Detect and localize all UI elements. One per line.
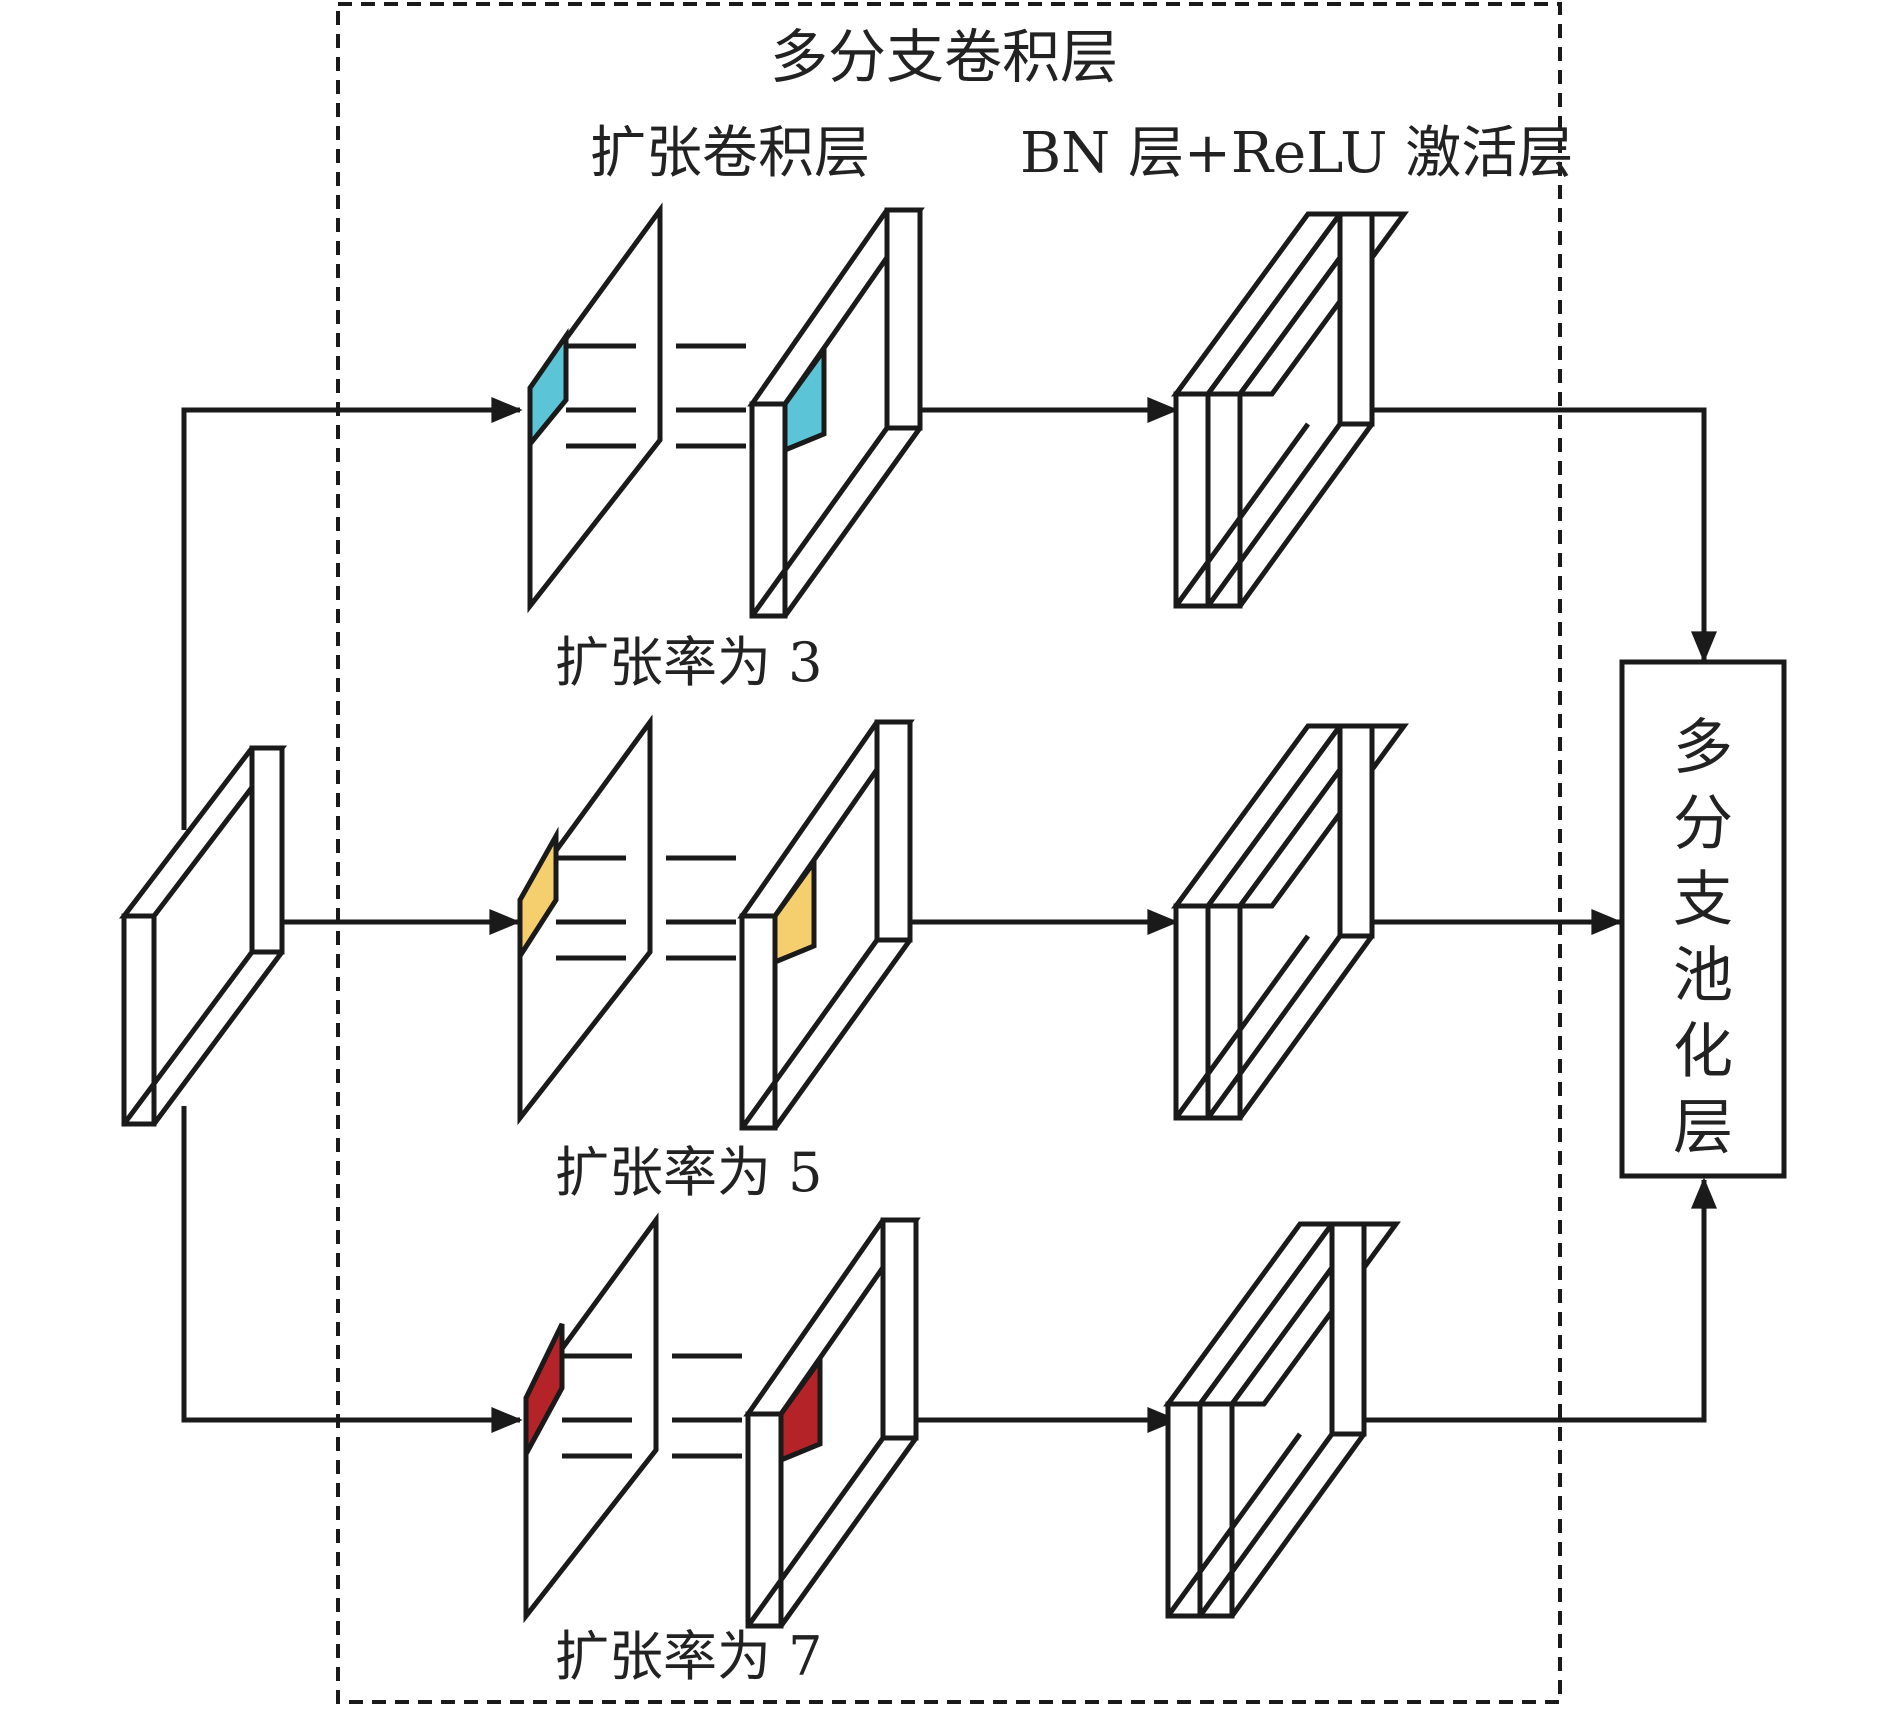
bn-relu-edge: [1237, 422, 1375, 608]
kernel-input: [517, 826, 559, 965]
pooling-layer-box[interactable]: [1619, 659, 1787, 1179]
output-slab-edge: [739, 938, 880, 1130]
bn-relu-edge: [1205, 934, 1343, 1120]
arrow-to-branch-1: [181, 397, 523, 830]
pooling-layer-char: 化: [1673, 1017, 1733, 1087]
bn-relu-edge: [1229, 1432, 1367, 1618]
bn-relu-edge: [1173, 422, 1311, 608]
output-slab-front: [749, 401, 788, 619]
bn-relu-edge: [1205, 422, 1343, 608]
branch-1: [527, 202, 1409, 619]
pooling-layer-char: 池: [1673, 941, 1733, 1011]
branch-3: [523, 1212, 1401, 1629]
bn-relu-edge: [1197, 1432, 1335, 1618]
output-slab-edge: [778, 1436, 919, 1628]
pooling-layer-char: 层: [1673, 1093, 1733, 1163]
dilated-conv-label: 扩张卷积层: [590, 121, 870, 186]
bn-relu-edge: [1237, 934, 1375, 1120]
kernel-output: [782, 342, 827, 454]
output-slab-edge: [745, 1436, 886, 1628]
branches: [517, 202, 1717, 1629]
output-slab-front: [745, 1411, 784, 1629]
kernel-input: [527, 327, 569, 452]
output-slab-edge: [782, 426, 923, 618]
branch-2: [517, 714, 1409, 1131]
bn-relu-edge: [1165, 1432, 1303, 1618]
multi-branch-conv-title: 多分支卷积层: [770, 23, 1119, 91]
arrow-branch-3-to-pool: [1364, 1177, 1717, 1423]
dilation-rate-label-2: 扩张率为 5: [555, 1141, 823, 1204]
output-slab-edge: [749, 426, 890, 618]
pooling-layer-char: 分: [1673, 789, 1733, 859]
pooling-layer-char: 支: [1673, 865, 1733, 935]
input-connections: [181, 397, 523, 1433]
bn-relu-edge: [1173, 934, 1311, 1120]
output-slab-right: [884, 207, 923, 431]
output-slab-edge: [772, 938, 913, 1130]
bn-relu-layer-right: [1337, 723, 1375, 939]
kernel-output: [772, 854, 817, 966]
multi-branch-conv-box: [336, 2, 1562, 1704]
bn-relu-layer-right: [1329, 1221, 1367, 1437]
arrow-branch-1-to-pool: [1372, 407, 1717, 663]
bn-relu-layer-right: [1337, 211, 1375, 427]
kernel-input: [523, 1322, 565, 1456]
pooling-layer-char: 多: [1673, 713, 1733, 783]
output-slab-front: [739, 913, 778, 1131]
output-slab-right: [880, 1217, 919, 1441]
output-slab-right: [874, 719, 913, 943]
pooling-layer-label: 多分支池化层: [1622, 710, 1784, 1166]
bn-relu-label: BN 层+ReLU 激活层: [1020, 121, 1574, 186]
kernel-output: [778, 1352, 823, 1464]
input-feature-block: [118, 745, 288, 1127]
dilation-rate-label-1: 扩张率为 3: [555, 631, 823, 694]
arrow-to-branch-3: [181, 1106, 523, 1433]
dilation-rate-label-3: 扩张率为 7: [555, 1625, 823, 1688]
